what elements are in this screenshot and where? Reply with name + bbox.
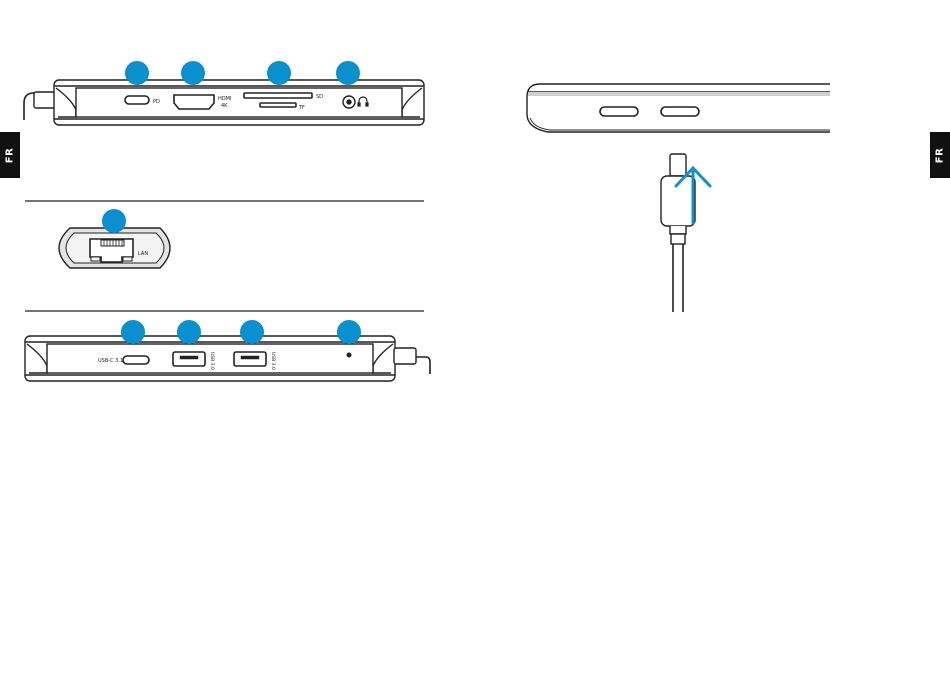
hdmi-label-line1: HDMI bbox=[218, 96, 231, 102]
usb-a-2-label: USB 3.0 bbox=[270, 352, 276, 370]
usb-c-cable-illustration bbox=[661, 154, 695, 312]
hub-bottom-illustration bbox=[25, 336, 430, 381]
lan-label: LAN bbox=[138, 251, 148, 257]
tf-label: TF bbox=[298, 105, 305, 111]
callout-marker-bottom-4 bbox=[337, 320, 361, 344]
laptop-side-illustration bbox=[527, 84, 830, 132]
callout-marker-bottom-3 bbox=[240, 320, 264, 344]
callout-marker-top-3 bbox=[267, 61, 291, 85]
sd-label: SD bbox=[316, 94, 323, 100]
callout-marker-lan bbox=[102, 209, 126, 233]
callout-marker-top-2 bbox=[181, 61, 205, 85]
callout-marker-bottom-1 bbox=[121, 320, 145, 344]
pd-label: PD bbox=[153, 99, 160, 105]
lan-module-illustration bbox=[59, 228, 170, 268]
callout-marker-top-1 bbox=[125, 61, 149, 85]
hdmi-label-line2: 4K bbox=[221, 103, 228, 109]
callout-marker-bottom-2 bbox=[177, 320, 201, 344]
callout-marker-top-4 bbox=[336, 61, 360, 85]
usb-a-1-label: USB 3.0 bbox=[209, 352, 215, 370]
status-led bbox=[347, 353, 351, 357]
usb-c-label: USB-C 3.1 bbox=[98, 358, 123, 364]
